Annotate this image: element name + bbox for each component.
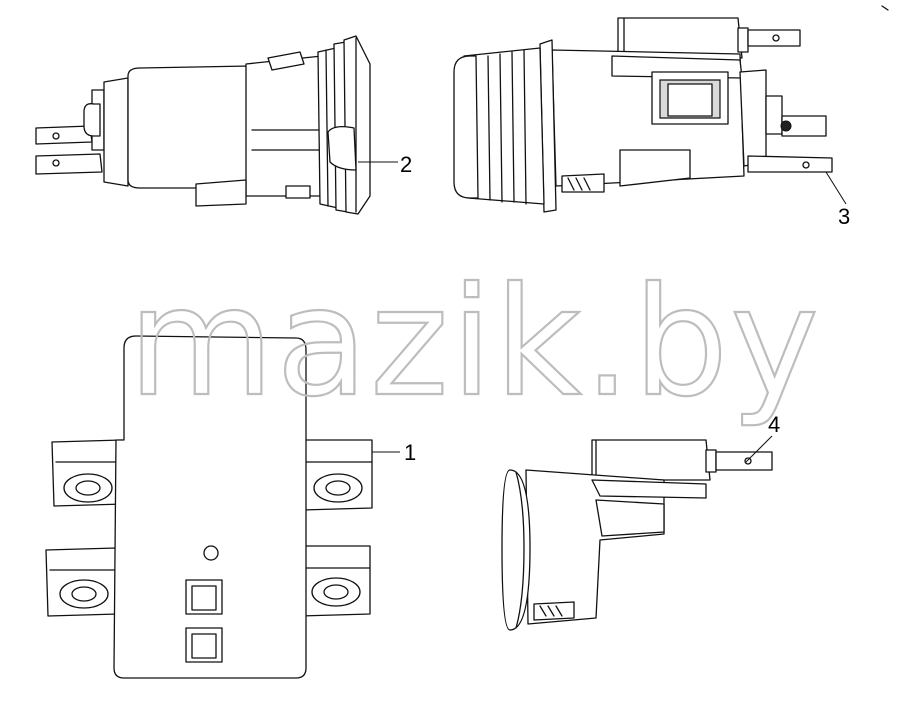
callout-3: 3	[838, 204, 850, 229]
callout-2: 2	[400, 152, 412, 177]
part-4-socket-side-view	[501, 435, 773, 631]
part-2-socket-side-view	[35, 35, 398, 215]
callout-4: 4	[768, 412, 780, 437]
watermark-text: mazik.by	[128, 256, 821, 430]
part-1-mounting-bracket	[45, 335, 400, 679]
corner-mark	[881, 5, 889, 11]
callout-1: 1	[404, 440, 416, 465]
part-3-socket-front-side-view	[453, 17, 847, 213]
